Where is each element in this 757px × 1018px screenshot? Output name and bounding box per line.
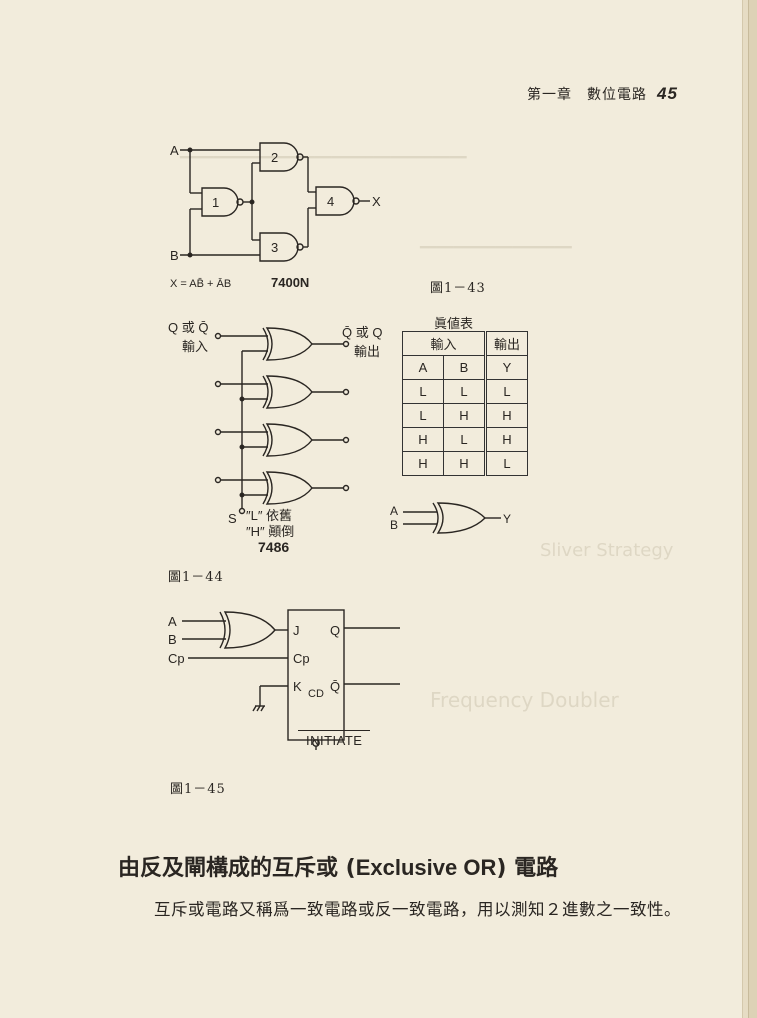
pin-q: Q [330,623,340,638]
cell: H [402,451,444,476]
input-select-label: Q 或 Q̄ [168,320,208,335]
page-edge [742,0,749,1018]
input-a-label: A [168,614,177,629]
gate-label: 4 [327,194,334,209]
input-b-label: B [170,248,179,263]
equation: X = AB̄ + ĀB [170,277,231,290]
figure-1-44-xor-array: Q 或 Q̄ 輸入 Q̄ 或 Q 輸出 S ″L″ 依舊 ″H″ 顚倒 7486 [168,320,382,555]
figure-1-45-jk-flipflop: A B Cp J Q Cp K CD Q̄ [168,609,400,750]
input-label: 輸入 [182,339,208,354]
pin-q-bar: Q̄ [330,679,340,694]
select-pin-label: S [228,511,237,526]
page-edge-outer [748,0,757,1018]
bleed-through-text: Sliver Strategy [540,540,674,561]
bleed-through-text: ━━━━━━━━━━━━━━━━━━ [420,240,572,256]
chip-name: 7400N [271,275,309,290]
cell: L [443,379,486,404]
group-header-output: 輸出 [484,331,528,356]
page-number: 45 [657,84,678,103]
input-a-label: A [390,504,398,518]
pin-k: K [293,679,302,694]
pin-cp: Cp [293,651,310,666]
gate-label: 2 [271,150,278,165]
cell: L [484,379,528,404]
running-head: 第一章 數位電路 45 [527,84,678,104]
figure-caption: 圖1－43 [430,281,486,296]
output-x-label: X [372,194,381,209]
heading-en: Exclusive OR [355,855,497,880]
chapter-title: 第一章 數位電路 [527,87,647,103]
body-paragraph: 互斥或電路又稱爲一致電路或反一致電路，用以測知２進數之一致性。 [154,900,681,919]
cell: H [443,403,486,428]
heading-zh-post: ) 電路 [496,856,559,881]
figure-caption: 圖1－45 [170,782,226,797]
cell: L [402,403,444,428]
truth-table-title: 眞値表 [434,317,474,332]
bleed-through-text: Frequency Doubler [430,688,619,712]
col-header: A [402,355,444,380]
section-heading: 由反及閘構成的互斥或 (Exclusive OR) 電路 [118,850,558,882]
heading-zh-pre: 由反及閘構成的互斥或 ( [118,856,356,881]
input-b-label: B [168,632,177,647]
pin-cd: CD [308,688,324,700]
input-a-label: A [170,143,179,158]
cell: L [484,451,528,476]
figure-caption: 圖1－44 [168,570,224,585]
pin-j: J [293,623,300,638]
xor-gate-symbol: A B Y [390,502,511,534]
select-high-label: ″H″ 顚倒 [246,524,294,539]
gate-label: 1 [212,195,219,210]
cell: H [484,427,528,452]
cell: L [402,379,444,404]
bleed-through-text: ━━━━━━━━━━━━━━━━━━━━━━━━━━━━━━━━━━ [180,150,467,166]
cell: H [402,427,444,452]
chip-name: 7486 [258,539,289,555]
cell: H [484,403,528,428]
figure-1-43-nand-circuit: A B X 1 2 3 4 X = AB̄ + ĀB 7400N [170,142,381,290]
col-header: Y [484,355,528,380]
initiate-label: INITIATE [298,730,371,748]
select-low-label: ″L″ 依舊 [246,508,292,523]
cell: L [443,427,486,452]
input-cp-label: Cp [168,651,185,666]
col-header: B [443,355,486,380]
gate-label: 3 [271,240,278,255]
output-y-label: Y [503,512,511,526]
output-select-label: Q̄ 或 Q [342,325,382,340]
cell: H [443,451,486,476]
input-b-label: B [390,518,398,532]
group-header-input: 輸入 [402,331,486,356]
output-label: 輸出 [354,344,380,359]
